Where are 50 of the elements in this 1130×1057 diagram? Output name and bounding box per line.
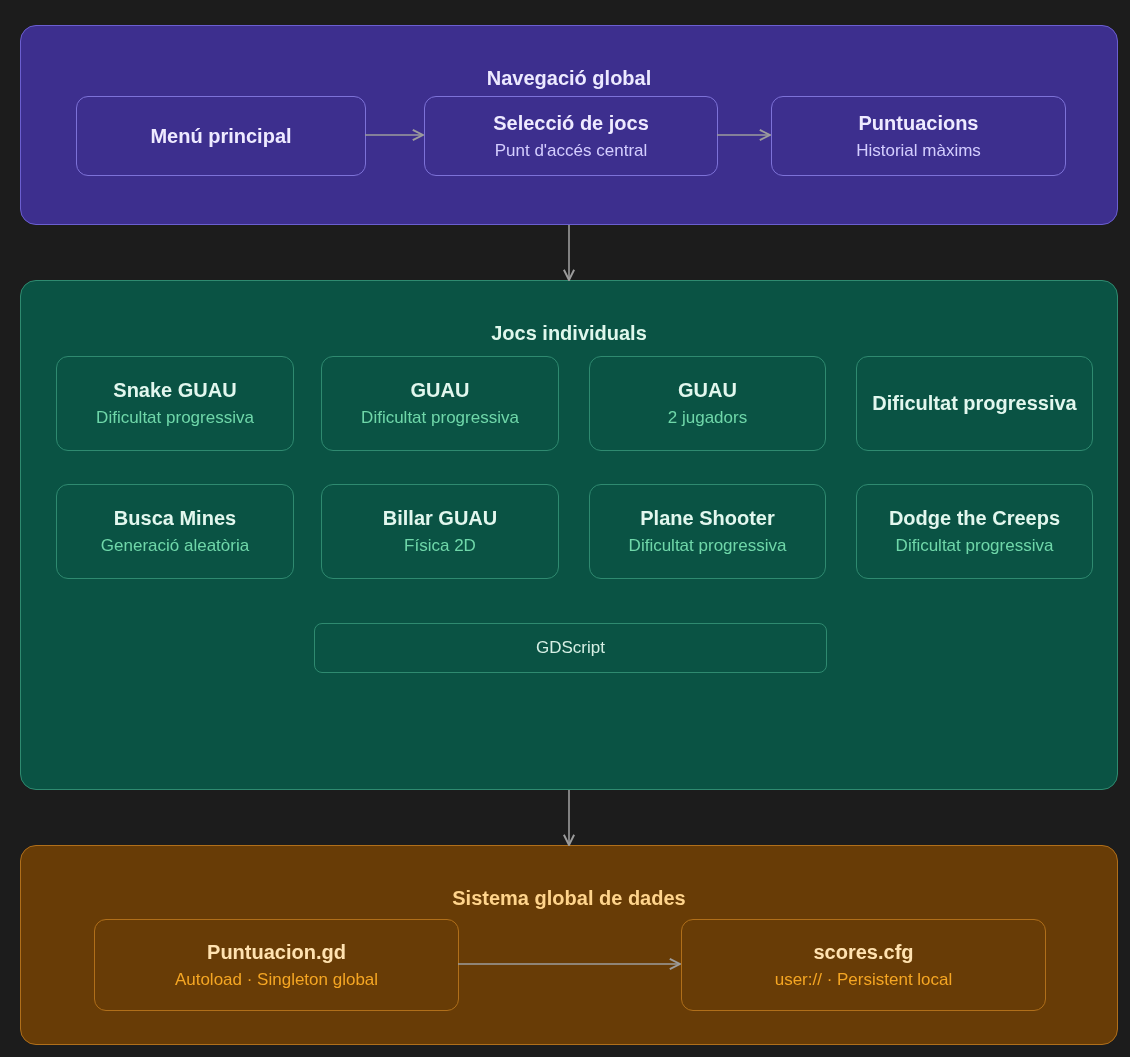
- arrow: [716, 128, 771, 142]
- component-title: GUAU: [678, 378, 737, 404]
- component-title: Dodge the Creeps: [888, 506, 1061, 532]
- component-box: [424, 96, 718, 176]
- arrow: [562, 789, 576, 846]
- component-subtitle: Historial màxims: [856, 139, 981, 162]
- component-title: Puntuacions: [858, 110, 979, 136]
- component-box: [94, 919, 459, 1011]
- component-box: [321, 356, 559, 451]
- component-title: Menú principal: [150, 123, 292, 149]
- arrow: [364, 128, 424, 142]
- component-title: scores.cfg: [813, 939, 914, 965]
- component-box: [856, 356, 1093, 451]
- group-panel: [20, 280, 1118, 790]
- panel-heading: Jocs individuals: [490, 321, 648, 346]
- component-title: Billar GUAU: [382, 506, 498, 532]
- component-subtitle: Dificultat progressiva: [96, 407, 254, 429]
- component-subtitle: Punt d'accés central: [494, 139, 648, 162]
- panel-heading: Sistema global de dades: [451, 886, 687, 911]
- component-box: [321, 484, 559, 579]
- component-subtitle: Autoload · Singleton global: [174, 968, 379, 991]
- arrow: [457, 957, 681, 971]
- component-title: Dificultat progressiva: [872, 391, 1077, 416]
- component-box: [56, 356, 294, 451]
- component-box: [314, 623, 827, 673]
- component-title: Snake GUAU: [113, 378, 237, 404]
- component-box: [589, 484, 826, 579]
- component-title: GUAU: [410, 378, 470, 404]
- component-subtitle: Dificultat progressiva: [628, 535, 787, 557]
- component-box: [589, 356, 826, 451]
- component-title: Puntuacion.gd: [207, 939, 346, 965]
- component-title: Plane Shooter: [640, 506, 775, 532]
- component-box: [771, 96, 1066, 176]
- panel-heading: Navegació global: [485, 66, 653, 91]
- component-title: Busca Mines: [113, 506, 237, 532]
- component-subtitle: Dificultat progressiva: [361, 407, 519, 429]
- arrow: [562, 224, 576, 281]
- component-title: GDScript: [536, 637, 605, 659]
- component-box: [76, 96, 366, 176]
- component-subtitle: Física 2D: [404, 535, 476, 557]
- component-box: [56, 484, 294, 579]
- component-box: [856, 484, 1093, 579]
- component-subtitle: user:// · Persistent local: [774, 968, 953, 991]
- component-subtitle: 2 jugadors: [667, 407, 748, 429]
- component-subtitle: Generació aleatòria: [100, 535, 250, 557]
- component-box: [681, 919, 1046, 1011]
- component-subtitle: Dificultat progressiva: [895, 535, 1054, 557]
- group-panel: [20, 845, 1118, 1045]
- component-title: Selecció de jocs: [493, 110, 649, 136]
- group-panel: [20, 25, 1118, 225]
